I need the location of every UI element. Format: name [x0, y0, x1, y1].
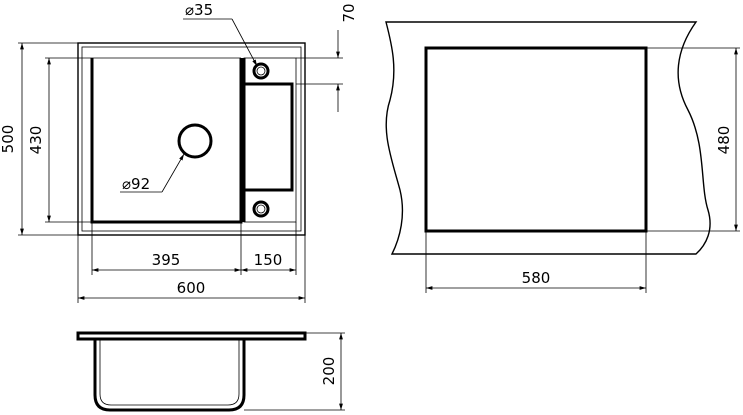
sink-rim-line: [81, 46, 302, 232]
side-bowl-outer: [93, 339, 246, 412]
dim-overall-width: 600: [177, 279, 206, 297]
dim-bowl-width: 395: [152, 251, 181, 269]
cutout-rectangle: [424, 46, 648, 233]
side-rim: [76, 331, 307, 341]
main-bowl-outline: [90, 58, 243, 224]
leader-d35: [231, 18, 258, 67]
cutout-view: 480 580: [385, 21, 740, 293]
dim-bowl-height: 200: [320, 357, 338, 386]
drainboard-recess: [244, 82, 294, 192]
countertop-outline: [385, 21, 711, 255]
overflow-hole-bottom-inner: [256, 204, 266, 214]
overflow-hole-top: [252, 62, 270, 80]
main-drain-hole: [177, 123, 213, 159]
dim-drain-large: ⌀92: [122, 175, 150, 193]
dim-drainboard-width: 150: [254, 251, 283, 269]
dim-overall-depth: 500: [0, 125, 17, 154]
dim-cutout-depth: 480: [715, 126, 733, 155]
top-view: ⌀35 ⌀92 70 500 430 395 150: [0, 1, 358, 303]
leader-d92: [161, 153, 185, 193]
dim-cutout-width: 580: [522, 269, 551, 287]
overflow-hole-bottom: [252, 200, 270, 218]
dim-drain-small: ⌀35: [185, 1, 213, 19]
side-bowl-inner: [99, 339, 240, 406]
side-view: 200: [76, 331, 345, 412]
dim-bowl-depth: 430: [27, 126, 45, 155]
sink-outer-outline: [77, 42, 306, 236]
dim-edge-offset: 70: [340, 3, 358, 22]
overflow-hole-top-inner: [256, 66, 266, 76]
